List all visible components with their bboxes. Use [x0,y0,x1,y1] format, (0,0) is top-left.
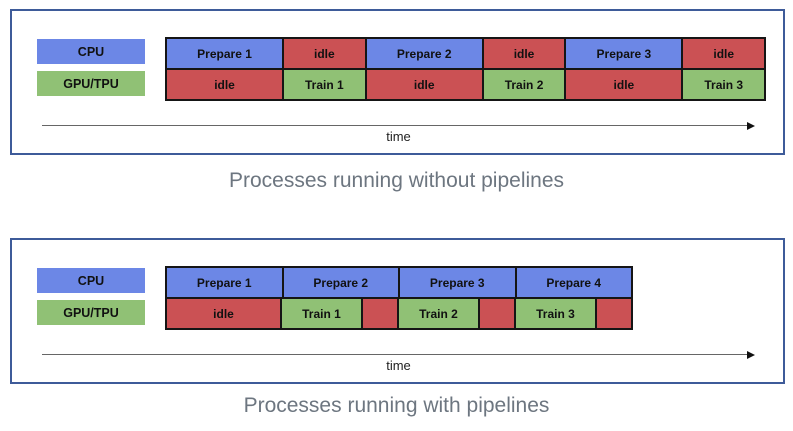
time-axis-line [42,125,748,126]
block-prepare-2: Prepare 2 [281,268,398,297]
block-prepare-3: Prepare 3 [398,268,515,297]
block-prepare-3: Prepare 3 [564,39,682,68]
cpu-timeline-row: Prepare 1 idle Prepare 2 idle Prepare 3 … [167,39,765,68]
block-idle: idle [681,39,765,68]
legend-cpu-chip: CPU [37,268,145,293]
time-axis-arrowhead-icon [747,122,755,130]
block-idle: idle [564,70,682,99]
timeline-grid: Prepare 1 idle Prepare 2 idle Prepare 3 … [165,37,766,101]
time-axis: time [42,122,755,149]
gpu-timeline-row: idle Train 1 Train 2 Train 3 [167,297,631,328]
block-idle: idle [282,39,365,68]
time-axis-arrowhead-icon [747,351,755,359]
time-axis: time [42,351,755,378]
block-gap [477,299,514,328]
time-axis-label: time [386,358,411,373]
panel-without-pipelines: CPU GPU/TPU Prepare 1 idle Prepare 2 idl… [10,9,785,155]
block-prepare-4: Prepare 4 [514,268,631,297]
legend: CPU GPU/TPU [37,39,145,103]
time-axis-label: time [386,129,411,144]
caption-without-pipelines: Processes running without pipelines [228,169,565,192]
caption-with-pipelines: Processes running with pipelines [243,394,550,417]
block-train-1: Train 1 [282,70,365,99]
block-prepare-2: Prepare 2 [364,39,482,68]
gpu-timeline-row: idle Train 1 idle Train 2 idle Train 3 [167,68,765,99]
block-gap [594,299,631,328]
legend: CPU GPU/TPU [37,268,145,332]
block-gap [360,299,397,328]
block-prepare-1: Prepare 1 [167,268,282,297]
block-idle: idle [167,70,283,99]
block-idle: idle [167,299,280,328]
block-idle: idle [481,39,565,68]
block-train-2: Train 2 [481,70,565,99]
block-idle: idle [364,70,482,99]
block-prepare-1: Prepare 1 [167,39,283,68]
block-train-3: Train 3 [514,299,595,328]
block-train-2: Train 2 [397,299,478,328]
legend-cpu-chip: CPU [37,39,145,64]
legend-gpu-chip: GPU/TPU [37,71,145,96]
legend-gpu-chip: GPU/TPU [37,300,145,325]
cpu-timeline-row: Prepare 1 Prepare 2 Prepare 3 Prepare 4 [167,268,631,297]
block-train-1: Train 1 [280,299,361,328]
block-train-3: Train 3 [681,70,765,99]
timeline-grid: Prepare 1 Prepare 2 Prepare 3 Prepare 4 … [165,266,633,330]
time-axis-line [42,354,748,355]
panel-with-pipelines: CPU GPU/TPU Prepare 1 Prepare 2 Prepare … [10,238,785,384]
